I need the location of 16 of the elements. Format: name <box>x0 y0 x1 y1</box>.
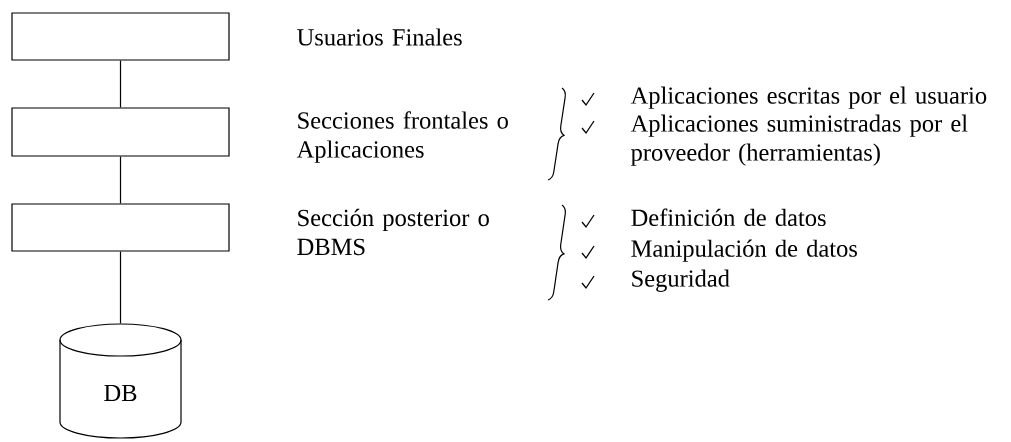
list-item: Manipulación de datos <box>631 239 857 262</box>
layer-box <box>11 203 230 252</box>
database-cylinder: DB <box>59 323 182 439</box>
layer-box <box>11 12 230 61</box>
list-item: Definición de datos <box>631 208 826 227</box>
list-item: Aplicaciones escritas por el usuario <box>630 86 987 109</box>
layer-box <box>11 107 230 157</box>
layer-caption: Secciones frontales o Aplicaciones <box>296 111 508 163</box>
layer-caption: Usuarios Finales <box>297 28 462 46</box>
list-item: Seguridad <box>632 269 730 292</box>
connector-line <box>119 156 122 204</box>
node-label: DB <box>104 384 137 402</box>
list-item: Aplicaciones suministradas por el proveedor (herramientas) <box>630 114 968 166</box>
layer-caption: Sección posterior o DBMS <box>297 208 489 256</box>
connector-line <box>119 251 122 324</box>
connector-line <box>119 60 122 108</box>
